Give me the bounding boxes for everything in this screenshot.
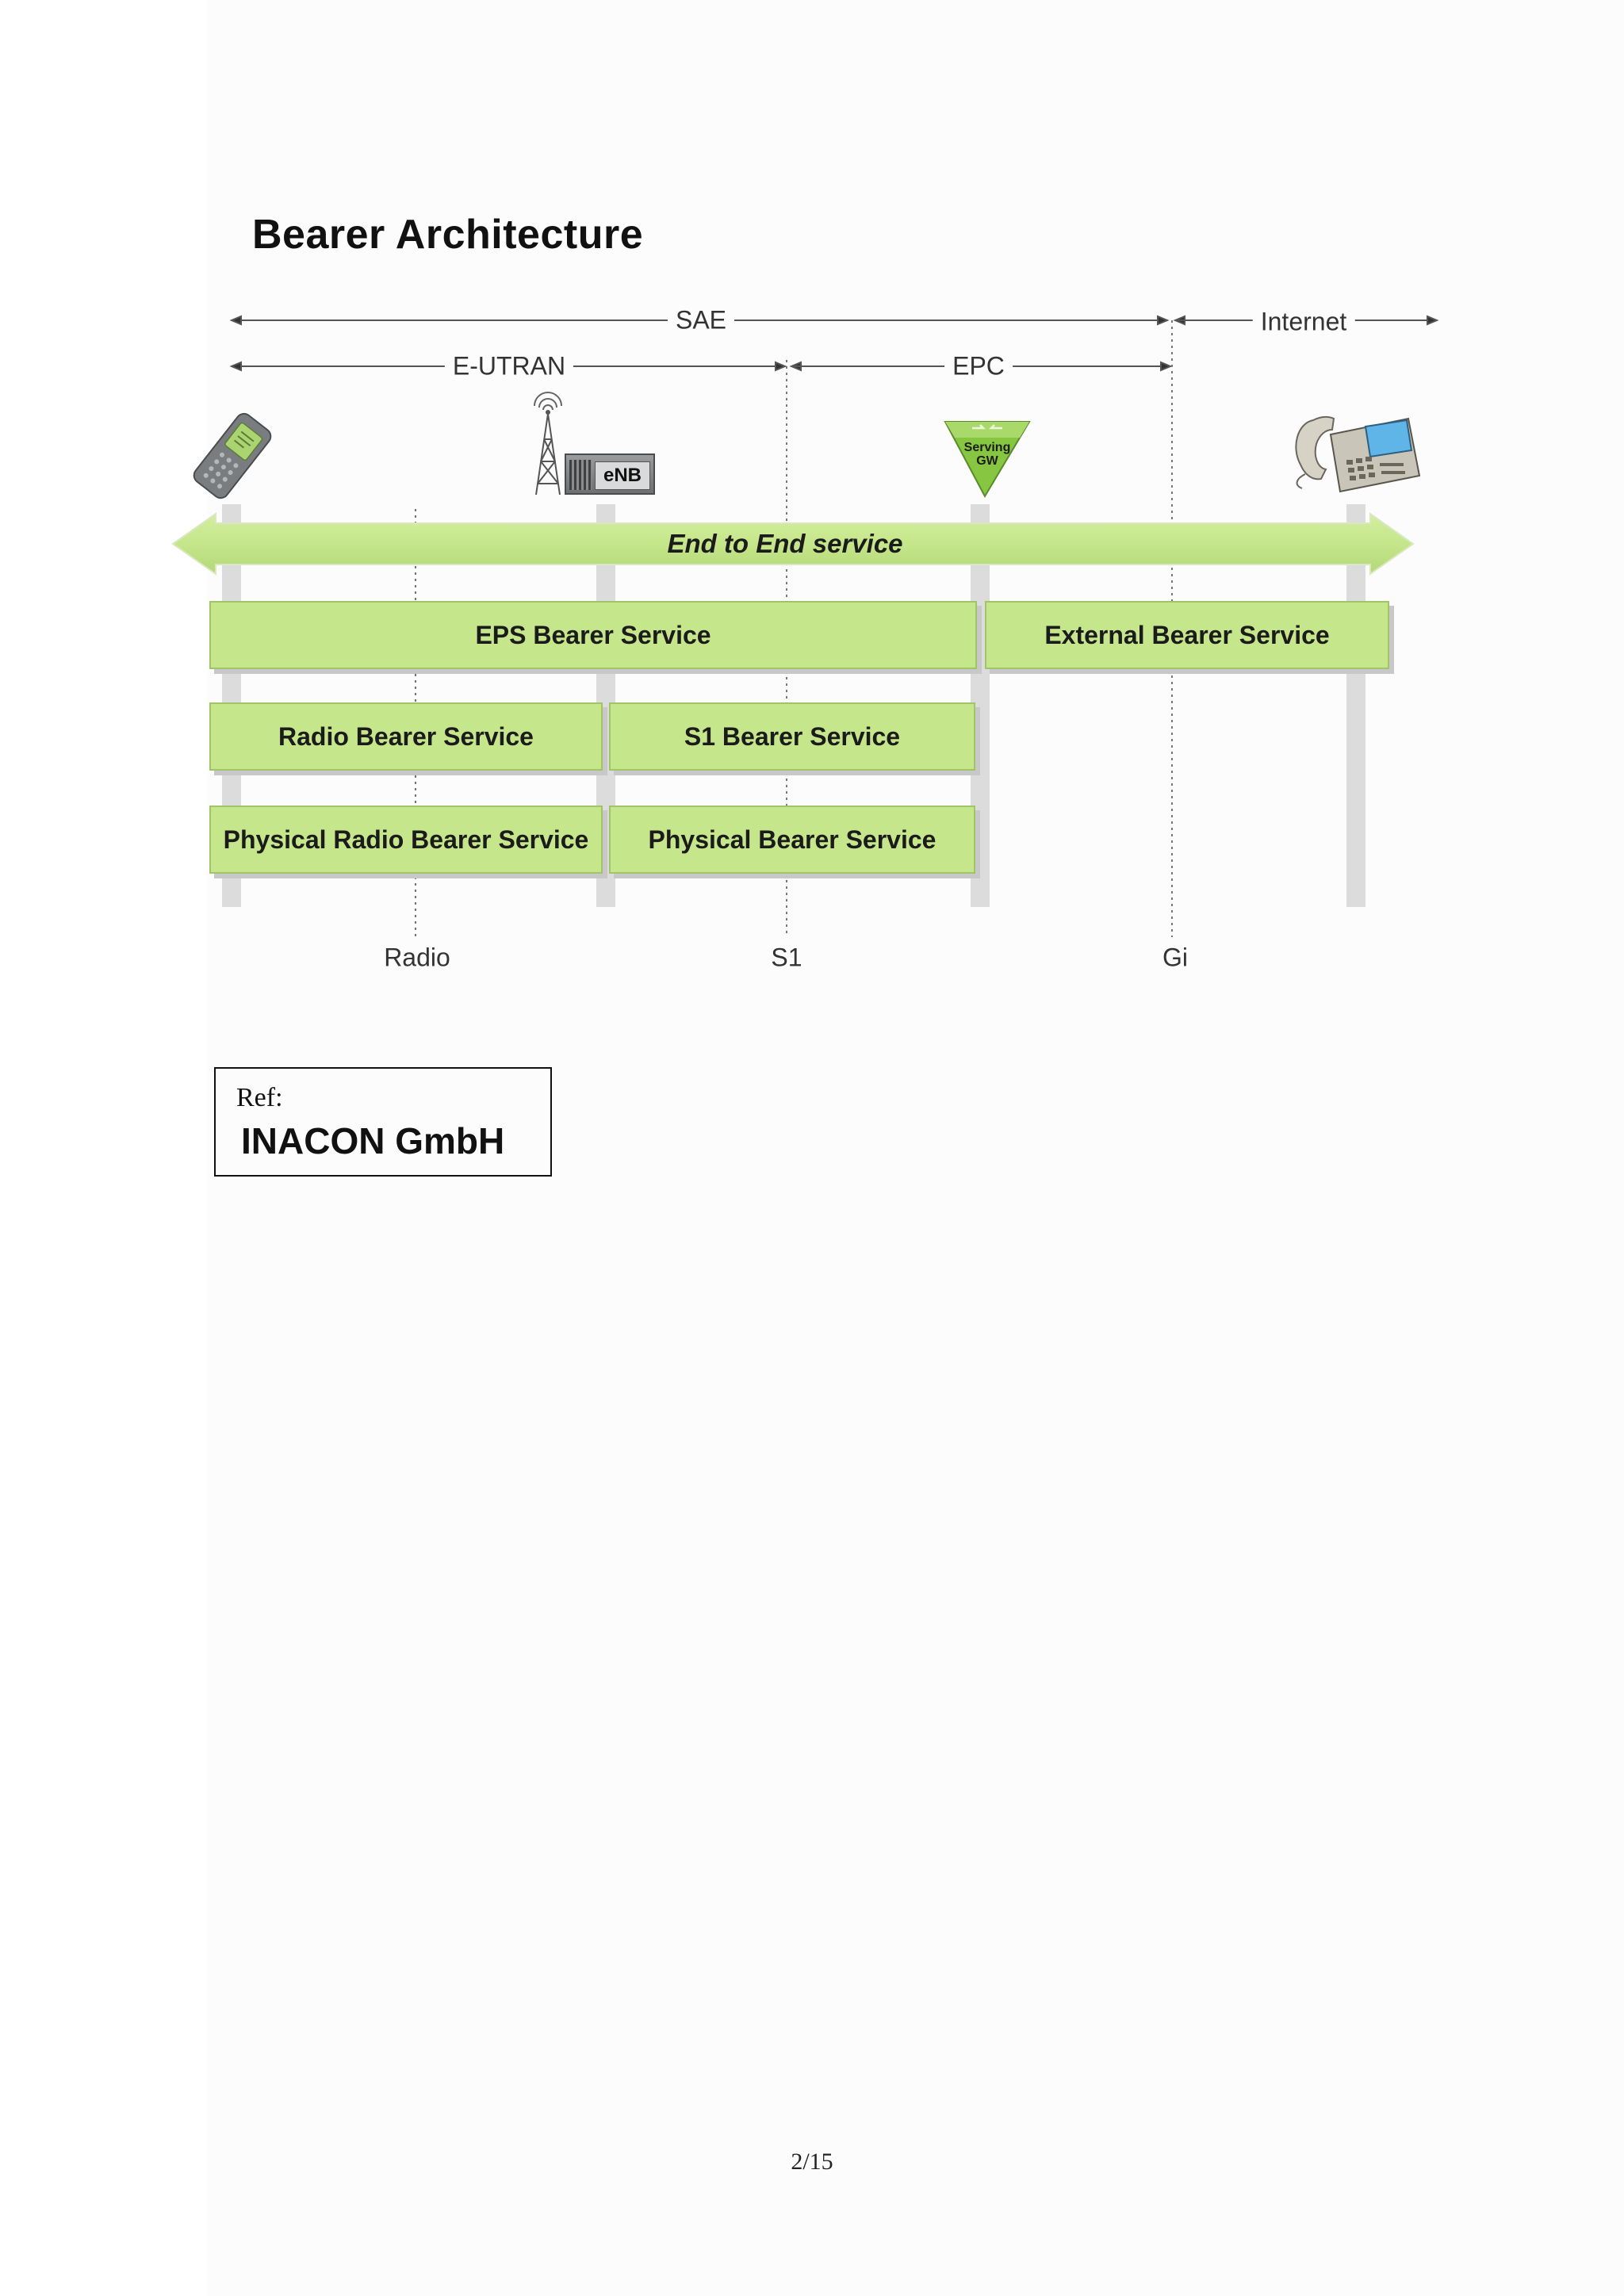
- physical-radio-bearer-service-box: Physical Radio Bearer Service: [209, 806, 603, 874]
- reference-box: Ref: INACON GmbH: [214, 1067, 552, 1177]
- serving-gw-label-line1: Serving: [963, 441, 1011, 454]
- s1-interface-label: S1: [771, 943, 802, 972]
- radio-interface-label: Radio: [384, 943, 450, 972]
- desk-telephone-icon: [1295, 415, 1421, 493]
- eutran-dimension-line: [229, 361, 1173, 372]
- eps-bearer-service-box: EPS Bearer Service: [209, 601, 977, 669]
- mobile-phone-icon: [193, 412, 272, 499]
- radio-bearer-service-box: Radio Bearer Service: [209, 702, 603, 771]
- enb-cabinet-vents: [569, 460, 592, 490]
- enb-cabinet-icon: eNB: [565, 453, 655, 495]
- serving-gw-label: Serving GW: [940, 441, 1034, 468]
- external-bearer-service-box: External Bearer Service: [985, 601, 1389, 669]
- enb-label-plate: eNB: [595, 461, 650, 490]
- serving-gw-icon: Serving GW: [940, 417, 1034, 499]
- enb-label: eNB: [603, 465, 642, 486]
- page-number: 2/15: [791, 2149, 833, 2175]
- epc-label: EPC: [944, 351, 1013, 381]
- serving-gw-label-line2: GW: [976, 454, 998, 468]
- serving-gw-shape: [944, 421, 1031, 499]
- internet-label: Internet: [1252, 307, 1355, 337]
- reference-label: Ref:: [236, 1083, 283, 1112]
- end-to-end-arrow: [171, 512, 1415, 576]
- reference-value: INACON GmbH: [241, 1120, 505, 1161]
- sae-label: SAE: [667, 305, 735, 335]
- s1-bearer-service-box: S1 Bearer Service: [609, 702, 975, 771]
- e-utran-label: E-UTRAN: [444, 351, 574, 381]
- end-to-end-service-label: End to End service: [667, 529, 903, 558]
- antenna-tower-icon: [534, 392, 562, 496]
- gi-interface-label: Gi: [1162, 943, 1188, 972]
- page-title: Bearer Architecture: [252, 212, 644, 258]
- physical-bearer-service-box: Physical Bearer Service: [609, 806, 975, 874]
